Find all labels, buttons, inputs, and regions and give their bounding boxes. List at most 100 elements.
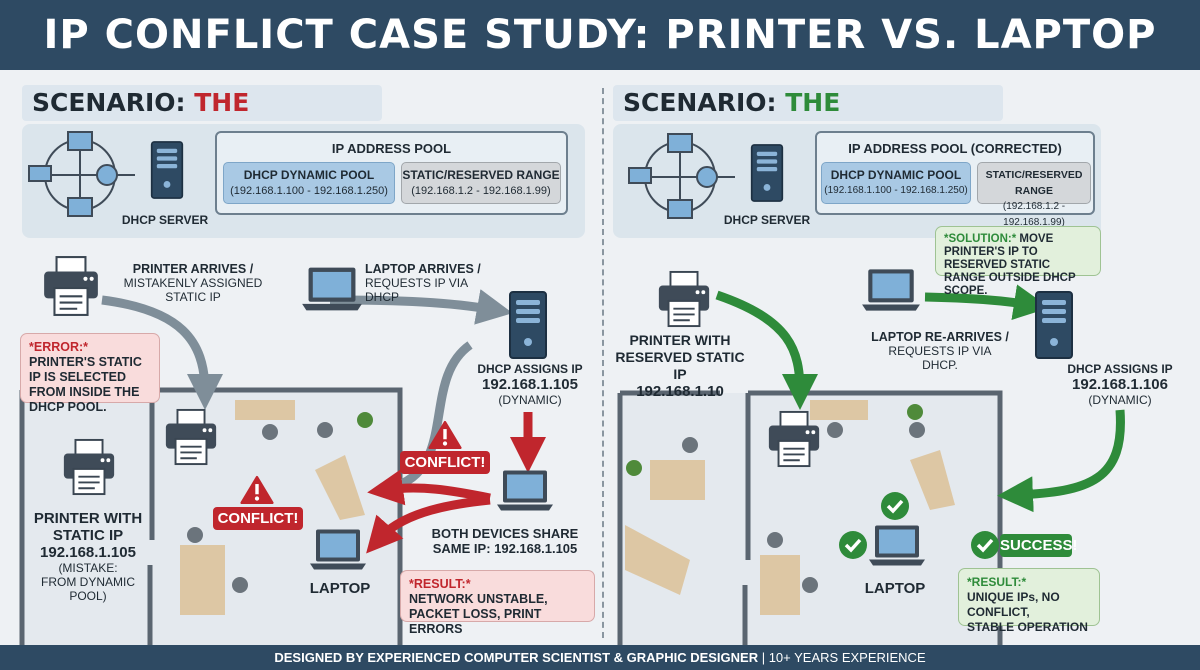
printer-ip: 192.168.1.10	[636, 383, 724, 400]
label-line: FROM DYNAMIC	[41, 575, 135, 589]
laptop-icon	[308, 527, 368, 572]
conflict-badge: CONFLICT!	[400, 451, 490, 474]
server-icon	[508, 290, 548, 360]
laptop-rearrives-label: LAPTOP RE-ARRIVES /REQUESTS IP VIA DHCP.	[870, 330, 1010, 372]
error-callout: *ERROR:* PRINTER'S STATIC IP IS SELECTED…	[20, 333, 160, 414]
printer-green-arrow	[715, 290, 818, 410]
panel-divider	[602, 88, 604, 638]
server-icon	[750, 143, 784, 203]
check-icon	[970, 530, 1000, 560]
label-line: (DYNAMIC)	[498, 393, 562, 407]
label-line: REQUESTS IP VIA DHCP.	[888, 344, 992, 372]
success-badge: SUCCESS!	[1000, 534, 1078, 557]
laptop-label: LAPTOP	[864, 580, 926, 597]
label-line: SAME IP: 192.168.1.105	[432, 541, 578, 556]
server-icon	[1034, 290, 1074, 360]
label-line: LAPTOP ARRIVES /	[365, 262, 481, 276]
result-callout: *RESULT:*UNIQUE IPs, NO CONFLICT,STABLE …	[958, 568, 1100, 634]
label-line: POOL)	[69, 589, 107, 603]
printer-icon	[655, 270, 713, 328]
solution-callout: *SOLUTION:* MOVE PRINTER'S IP TO RESERVE…	[935, 226, 1101, 297]
server-label: DHCP SERVER	[121, 213, 209, 227]
pool-title: IP ADDRESS POOL	[331, 141, 452, 156]
server-label: DHCP SERVER	[723, 213, 811, 227]
error-text: PRINTER'S STATIC IP IS SELECTED FROM INS…	[29, 355, 142, 414]
printer-reserved-label: PRINTER WITH RESERVED STATIC IP 192.168.…	[610, 332, 750, 400]
static-range: STATIC/RESERVED RANGE (192.168.1.2 - 192.…	[977, 162, 1091, 228]
static-range-label: STATIC/RESERVED RANGE	[402, 168, 560, 182]
label-line: (MISTAKE:	[58, 561, 118, 575]
result-line: STABLE OPERATION	[967, 620, 1088, 634]
laptop-icon	[860, 267, 922, 313]
label-line: PRINTER WITH	[629, 332, 731, 348]
ip-pool-box: IP ADDRESS POOL DHCP DYNAMIC POOL (192.16…	[215, 131, 568, 215]
solution-tag: *SOLUTION:*	[944, 233, 1017, 245]
network-icon	[25, 130, 135, 220]
label-line: BOTH DEVICES SHARE	[431, 526, 579, 541]
dhcp-assigns-label: DHCP ASSIGNS IP 192.168.1.106 (DYNAMIC)	[1050, 362, 1190, 407]
laptop-label: LAPTOP	[309, 580, 371, 597]
server-icon	[150, 140, 184, 200]
printer-ip: 192.168.1.105	[40, 544, 136, 561]
printer-icon	[765, 410, 823, 468]
printer-static-label: PRINTER WITH STATIC IP 192.168.1.105 (MI…	[20, 510, 156, 603]
dynamic-pool-label: DHCP DYNAMIC POOL	[830, 168, 962, 182]
error-tag: *ERROR:*	[29, 340, 89, 354]
arrows-right	[715, 284, 1125, 513]
check-icon	[838, 530, 868, 560]
server-to-desk-arrow	[388, 341, 473, 493]
result-callout: *RESULT:*NETWORK UNSTABLE,PACKET LOSS, P…	[400, 570, 595, 636]
footer-credit: DESIGNED BY EXPERIENCED COMPUTER SCIENTI…	[274, 650, 759, 665]
laptop-icon	[300, 265, 364, 313]
label-line: PRINTER WITH	[33, 510, 143, 527]
scenario-prefix: SCENARIO:	[623, 88, 786, 117]
scenario-title-right: SCENARIO: THE CORRECTION	[613, 85, 1003, 153]
assigned-ip: 192.168.1.106	[1072, 376, 1168, 393]
printer-arrow	[101, 295, 223, 410]
network-icon	[625, 132, 735, 222]
label-line: REQUESTS IP VIA DHCP	[365, 276, 468, 304]
result-line: NETWORK UNSTABLE,	[409, 592, 548, 606]
assign-green-arrow	[997, 409, 1125, 513]
static-range-range: (192.168.1.2 - 192.168.1.99)	[1002, 201, 1066, 228]
warning-icon	[428, 420, 462, 450]
dynamic-pool: DHCP DYNAMIC POOL (192.168.1.100 - 192.16…	[821, 162, 971, 204]
result-tag: *RESULT:*	[409, 577, 471, 591]
footer-experience: 10+ YEARS EXPERIENCE	[768, 650, 926, 665]
printer-icon	[60, 438, 118, 496]
footer: DESIGNED BY EXPERIENCED COMPUTER SCIENTI…	[0, 645, 1200, 670]
dynamic-pool-label: DHCP DYNAMIC POOL	[243, 168, 375, 182]
static-range: STATIC/RESERVED RANGE (192.168.1.2 - 192.…	[401, 162, 561, 204]
check-icon	[880, 491, 910, 521]
conflict-arrow-2	[366, 495, 491, 554]
label-line: PRINTER ARRIVES /	[132, 262, 254, 276]
static-range-range: (192.168.1.2 - 192.168.1.99)	[411, 185, 551, 197]
label-line: MISTAKENLY ASSIGNED	[123, 276, 263, 290]
result-line: UNIQUE IPs, NO CONFLICT,	[967, 590, 1060, 619]
label-line: STATIC IP	[52, 527, 124, 544]
result-line: PACKET LOSS, PRINT ERRORS	[409, 607, 542, 636]
static-range-label: STATIC/RESERVED RANGE	[985, 169, 1083, 197]
dhcp-assigns-label: DHCP ASSIGNS IP 192.168.1.105 (DYNAMIC)	[460, 362, 600, 407]
pool-title: IP ADDRESS POOL (CORRECTED)	[848, 141, 1062, 156]
label-line: LAPTOP RE-ARRIVES /	[871, 330, 1009, 344]
scenario-prefix: SCENARIO:	[32, 88, 195, 117]
laptop-icon	[867, 523, 927, 568]
warning-icon	[240, 475, 274, 505]
result-tag: *RESULT:*	[967, 575, 1027, 589]
dynamic-pool-range: (192.168.1.100 - 192.168.1.250)	[230, 185, 388, 197]
label-line: STATIC IP	[165, 290, 221, 304]
printer-icon	[40, 255, 102, 317]
floor-plan-left	[19, 387, 403, 645]
page-title: IP CONFLICT CASE STUDY: PRINTER VS. LAPT…	[0, 0, 1200, 70]
ip-pool-box: IP ADDRESS POOL (CORRECTED) DHCP DYNAMIC…	[815, 131, 1095, 228]
label-line: DHCP ASSIGNS IP	[1067, 362, 1173, 376]
dynamic-pool-range: (192.168.1.100 - 192.168.1.250)	[824, 185, 968, 196]
printer-icon	[162, 408, 220, 466]
label-line: DHCP ASSIGNS IP	[477, 362, 583, 376]
laptop-icon	[495, 468, 555, 513]
dynamic-pool: DHCP DYNAMIC POOL (192.168.1.100 - 192.16…	[223, 162, 395, 204]
laptop-arrives-label: LAPTOP ARRIVES /REQUESTS IP VIA DHCP	[365, 262, 495, 304]
label-line: (DYNAMIC)	[1088, 393, 1152, 407]
